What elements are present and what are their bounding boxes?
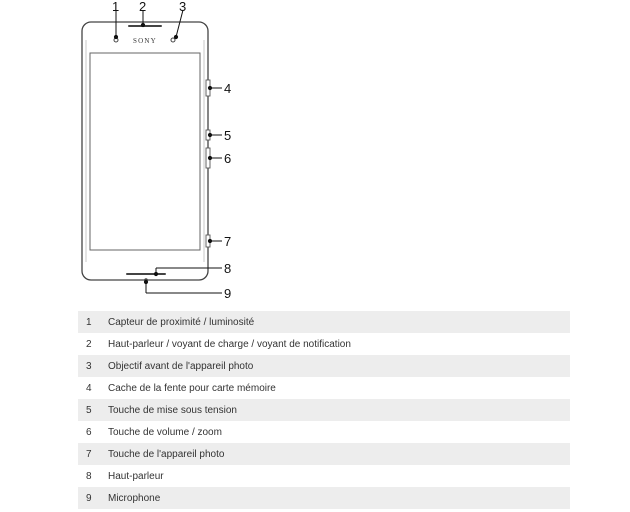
- phone-diagram: SONY 1 2 3 4 5 6 7 8 9: [81, 0, 231, 301]
- legend-row: 6 Touche de volume / zoom: [78, 421, 570, 443]
- legend-label: Touche de mise sous tension: [108, 404, 237, 416]
- callout-4: 4: [224, 81, 231, 96]
- legend-number: 4: [86, 382, 92, 394]
- legend-number: 3: [86, 360, 92, 372]
- legend-row: 5 Touche de mise sous tension: [78, 399, 570, 421]
- legend-label: Objectif avant de l'appareil photo: [108, 360, 254, 372]
- legend-number: 8: [86, 470, 92, 482]
- leader-lines: [113, 9, 222, 294]
- legend-number: 6: [86, 426, 92, 438]
- callout-7: 7: [224, 234, 231, 249]
- legend-label: Haut-parleur: [108, 470, 164, 482]
- legend-row: 7 Touche de l'appareil photo: [78, 443, 570, 465]
- callout-2: 2: [139, 0, 146, 14]
- legend-label: Haut-parleur / voyant de charge / voyant…: [108, 338, 351, 350]
- legend-row: 9 Microphone: [78, 487, 570, 509]
- legend-label: Touche de l'appareil photo: [108, 448, 225, 460]
- legend-number: 5: [86, 404, 92, 416]
- legend-row: 2 Haut-parleur / voyant de charge / voyan…: [78, 333, 570, 355]
- legend-label: Cache de la fente pour carte mémoire: [108, 382, 276, 394]
- legend-label: Capteur de proximité / luminosité: [108, 316, 255, 328]
- callout-6: 6: [224, 151, 231, 166]
- legend-row: 1 Capteur de proximité / luminosité: [78, 311, 570, 333]
- legend-label: Touche de volume / zoom: [108, 426, 222, 438]
- legend-row: 4 Cache de la fente pour carte mémoire: [78, 377, 570, 399]
- phone-screen: [89, 52, 201, 251]
- legend-number: 9: [86, 492, 92, 504]
- callout-1: 1: [112, 0, 119, 14]
- callout-3: 3: [179, 0, 186, 14]
- callout-9: 9: [224, 286, 231, 301]
- legend-label: Microphone: [108, 492, 161, 504]
- legend-number: 1: [86, 316, 92, 328]
- bottom-speaker-slot: [126, 273, 166, 275]
- callout-5: 5: [224, 128, 231, 143]
- callout-8: 8: [224, 261, 231, 276]
- legend-row: 8 Haut-parleur: [78, 465, 570, 487]
- legend-number: 2: [86, 338, 92, 350]
- earpiece-slot: [128, 25, 162, 27]
- legend-row: 3 Objectif avant de l'appareil photo: [78, 355, 570, 377]
- brand-logo: SONY: [133, 37, 157, 45]
- front-camera: [170, 37, 176, 43]
- legend-number: 7: [86, 448, 92, 460]
